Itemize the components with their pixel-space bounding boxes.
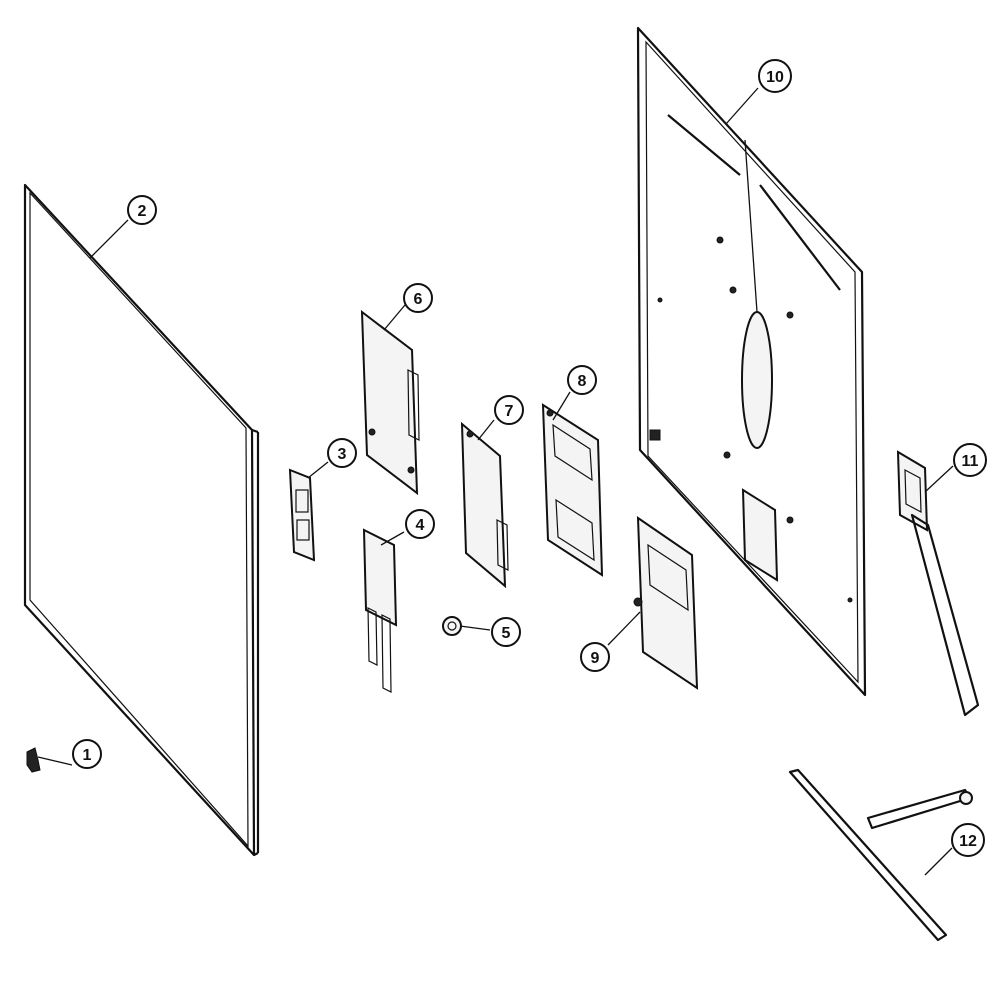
callout-9: 9 — [580, 642, 610, 672]
callout-3: 3 — [327, 438, 357, 468]
callout-10-label: 10 — [766, 69, 784, 86]
part-7-board — [460, 421, 509, 589]
part-3-bracket — [288, 468, 316, 562]
callout-6: 6 — [403, 283, 433, 313]
callout-7-label: 7 — [505, 403, 514, 420]
part-6-main-board — [360, 309, 420, 496]
part-4-board-with-cables — [362, 528, 398, 693]
callout-7: 7 — [494, 395, 524, 425]
callout-10: 10 — [758, 59, 792, 93]
part-1-clip — [26, 747, 41, 773]
callout-8: 8 — [567, 365, 597, 395]
callout-4: 4 — [405, 509, 435, 539]
part-8-power-board — [541, 403, 604, 577]
leader-2 — [89, 219, 129, 259]
leader-6 — [383, 304, 406, 331]
callout-4-label: 4 — [416, 517, 425, 534]
callout-8-label: 8 — [578, 373, 587, 390]
callout-2-label: 2 — [138, 203, 147, 220]
leader-10b — [744, 139, 758, 313]
leader-5 — [459, 625, 491, 631]
callout-3-label: 3 — [338, 446, 347, 463]
callout-1-label: 1 — [83, 747, 92, 764]
part-10-rear-cover — [636, 26, 867, 697]
leader-1 — [37, 756, 73, 766]
leader-7 — [477, 419, 495, 441]
callout-5: 5 — [491, 617, 521, 647]
part-9-bracket-plate — [633, 516, 699, 690]
leader-8 — [552, 391, 571, 421]
part-5-knob — [442, 616, 462, 636]
leader-lines — [37, 87, 954, 876]
part-11-stand-leg — [896, 450, 980, 717]
callout-12: 12 — [951, 823, 985, 857]
part-2-screen-panel — [23, 183, 260, 857]
leader-10 — [725, 87, 759, 125]
leader-4 — [380, 531, 405, 546]
callout-11-label: 11 — [962, 453, 979, 470]
callout-1: 1 — [72, 739, 102, 769]
callout-2: 2 — [127, 195, 157, 225]
callout-11: 11 — [953, 443, 987, 477]
leader-12 — [924, 847, 953, 876]
callout-5-label: 5 — [502, 625, 511, 642]
leader-9 — [607, 611, 641, 646]
leader-3 — [307, 461, 329, 479]
callout-6-label: 6 — [414, 291, 423, 308]
leader-11 — [924, 465, 954, 493]
callout-12-label: 12 — [959, 833, 977, 850]
part-12-stand-base — [788, 768, 973, 942]
callout-9-label: 9 — [591, 650, 600, 667]
